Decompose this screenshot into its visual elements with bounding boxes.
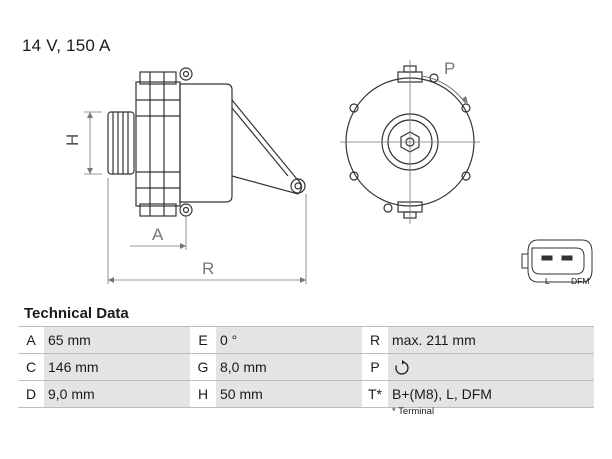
spec-value: 0 ° bbox=[216, 327, 362, 353]
spec-key: A bbox=[18, 327, 44, 353]
spec-key: P bbox=[362, 354, 388, 380]
footnote: * Terminal bbox=[392, 406, 435, 417]
plug-connector bbox=[521, 239, 593, 283]
dim-label-r: R bbox=[202, 259, 214, 278]
spec-key: R bbox=[362, 327, 388, 353]
spec-value: 146 mm bbox=[44, 354, 190, 380]
table-divider bbox=[18, 407, 594, 408]
spec-value: max. 211 mm bbox=[388, 327, 594, 353]
spec-value: 8,0 mm bbox=[216, 354, 362, 380]
rotation-arrowhead bbox=[462, 96, 468, 104]
table-row: D 9,0 mm H 50 mm T* B+(M8), L, DFM bbox=[18, 381, 594, 407]
spec-value: 9,0 mm bbox=[44, 381, 190, 407]
table-row: A 65 mm E 0 ° R max. 211 mm bbox=[18, 327, 594, 353]
table-row: C 146 mm G 8,0 mm P bbox=[18, 354, 594, 380]
table-divider bbox=[18, 380, 594, 381]
clockwise-rotation-icon bbox=[395, 360, 409, 375]
pulley bbox=[107, 111, 135, 175]
product-title: 14 V, 150 A bbox=[22, 36, 111, 55]
spec-key: G bbox=[190, 354, 216, 380]
rear-housing bbox=[179, 83, 233, 203]
table-divider bbox=[18, 326, 594, 327]
connector-label-dfm: DFM bbox=[571, 276, 590, 286]
spec-key: D bbox=[18, 381, 44, 407]
rotation-arc bbox=[421, 75, 467, 105]
spec-value: 65 mm bbox=[44, 327, 190, 353]
spec-key: T* bbox=[362, 381, 388, 407]
dim-label-p: P bbox=[444, 59, 455, 78]
alternator-drawing: H A R P bbox=[63, 59, 593, 284]
dim-label-h: H bbox=[63, 134, 82, 146]
spec-value-rotation bbox=[388, 354, 594, 380]
technical-data-heading: Technical Data bbox=[24, 305, 129, 322]
dim-label-a: A bbox=[152, 225, 164, 244]
spec-value: B+(M8), L, DFM bbox=[388, 381, 594, 407]
spec-value: 50 mm bbox=[216, 381, 362, 407]
dimension-lines bbox=[84, 111, 307, 284]
alternator-side-view bbox=[107, 67, 306, 217]
dimension-arrows bbox=[87, 112, 306, 283]
spec-key: C bbox=[18, 354, 44, 380]
spec-key: H bbox=[190, 381, 216, 407]
spec-key: E bbox=[190, 327, 216, 353]
table-divider bbox=[18, 353, 594, 354]
connector-label-l: L bbox=[545, 276, 550, 286]
bracket-eye bbox=[290, 178, 306, 194]
